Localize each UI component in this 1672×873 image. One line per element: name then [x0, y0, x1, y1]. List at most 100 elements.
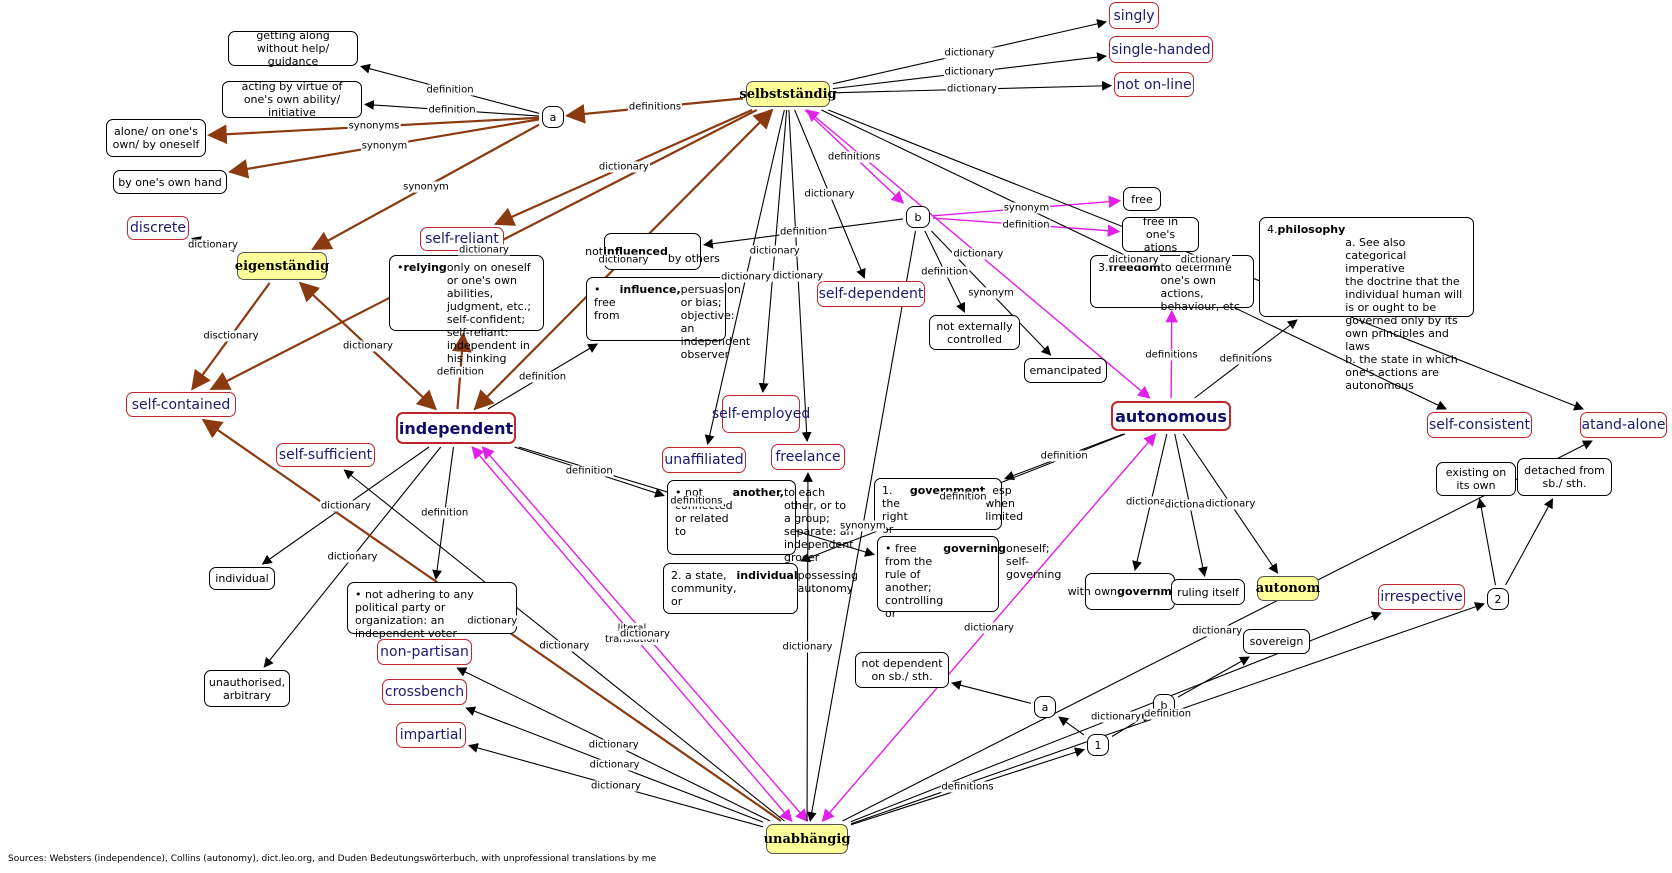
- node-detached: detached from sb./ sth.: [1517, 458, 1612, 496]
- edge-label: dictionary: [781, 641, 834, 653]
- edge-label: synonym: [1002, 202, 1051, 214]
- node-sovereign: sovereign: [1243, 629, 1310, 654]
- edge-label: definition: [1001, 219, 1051, 231]
- node-one: 1: [1087, 734, 1109, 756]
- node-byhand: by one's own hand: [113, 170, 227, 194]
- node-existing: existing on its own: [1436, 462, 1516, 496]
- edge-label: definition: [564, 465, 614, 477]
- edge-label: dictionary: [538, 640, 591, 651]
- node-autonomous: autonomous: [1111, 401, 1231, 431]
- node-unaffiliated: unaffiliated: [662, 447, 746, 473]
- edge-label: dictionary: [341, 340, 394, 352]
- node-nonpartisan: non-partisan: [377, 639, 472, 665]
- edge-label: definition: [518, 371, 568, 382]
- node-notconnected: • not connected or related to another, t…: [667, 480, 854, 564]
- edge-label: dictionary: [1204, 498, 1257, 509]
- node-singlehanded: single-handed: [1109, 36, 1213, 63]
- node-unauthorised: unauthorised, arbitrary: [204, 670, 290, 707]
- node-eigen: eigenständig: [235, 252, 329, 280]
- node-independent: independent: [396, 412, 516, 444]
- node-selfconsistent: self-consistent: [1427, 412, 1532, 438]
- edge-label: definitions: [627, 101, 683, 113]
- edge-label: dictionary: [187, 239, 239, 251]
- edge-label: dictionary: [946, 83, 998, 95]
- edge-label: dictionary: [466, 615, 519, 626]
- node-two: 2: [1487, 588, 1509, 610]
- edge-label: dictionary: [720, 271, 772, 283]
- node-selfdependent: self-dependent: [817, 281, 925, 307]
- edge-label: dictionary: [326, 551, 379, 563]
- node-individual: individual: [209, 567, 275, 590]
- node-relying: • relying only on oneself or one's own a…: [389, 255, 544, 365]
- node-freeinactions: free in one's ations: [1122, 215, 1199, 254]
- edge-two-detached: [1505, 498, 1553, 586]
- node-selfemployed: self-employed: [712, 395, 810, 433]
- edge-label: dictionary: [803, 188, 856, 200]
- node-notdependent: not dependent on sb./ sth.: [855, 652, 949, 688]
- node-ruling: ruling itself: [1171, 579, 1245, 605]
- edge-label: definition: [420, 507, 470, 519]
- node-a2: a: [1034, 696, 1056, 718]
- edge-a2-notdependent: [951, 680, 1032, 704]
- node-rightstate: 1. the right or state of self-government…: [874, 478, 1023, 575]
- edge-label: dictionary: [952, 248, 1005, 260]
- edge-label: dictionary: [1179, 254, 1232, 265]
- edge-one-a2: [1058, 716, 1085, 736]
- edge-label: synonym: [839, 520, 887, 532]
- edge-label: synonym: [967, 287, 1015, 299]
- edge-label: dictionary: [597, 161, 650, 173]
- edge-label: definition: [938, 491, 988, 503]
- edge-label: dictionary: [1124, 496, 1177, 508]
- edge-label: definition: [1039, 450, 1089, 462]
- edge-label: dictionary: [590, 780, 642, 792]
- node-selfsufficient: self-sufficient: [276, 443, 375, 467]
- node-free: free: [1123, 187, 1161, 211]
- edge-label: definition: [425, 84, 475, 96]
- edge-b2-sovereign: [1177, 656, 1250, 698]
- node-impartial: impartial: [396, 722, 466, 748]
- edge-label: synonyms: [347, 120, 401, 132]
- edge-label: dictionary: [1163, 499, 1216, 511]
- node-freefromrule: • free from the rule of another; control…: [877, 536, 1061, 620]
- node-unab: unabhängig: [764, 824, 850, 854]
- edge-label: definition: [920, 266, 970, 277]
- node-crossbench: crossbench: [382, 679, 467, 705]
- node-atandalone: atand-alone: [1580, 412, 1667, 438]
- edge-label: definitions: [1144, 349, 1199, 360]
- node-freefrominfl: • free from influence, persuasion, or bi…: [586, 277, 750, 361]
- node-selbst: selbstständig: [739, 81, 837, 107]
- edge-label: synonym: [360, 140, 409, 152]
- edge-label: definitions: [1218, 353, 1273, 365]
- edge-label: dictionary: [587, 739, 640, 750]
- edge-label: definition: [427, 104, 477, 116]
- node-alone: alone/ on one's own/ by oneself: [106, 119, 206, 157]
- edge-label: definitions: [826, 151, 882, 162]
- node-notadhering: • not adhering to any political party or…: [347, 582, 517, 640]
- edge-label: dictionary: [1089, 711, 1142, 723]
- edge-label: disctionary: [202, 330, 260, 342]
- node-b1: b: [906, 206, 930, 228]
- edge-label: dictionary: [597, 254, 650, 265]
- node-notext: not externally controlled: [929, 315, 1020, 350]
- node-freelance: freelance: [771, 444, 845, 470]
- edge-label: dictionary: [618, 628, 671, 640]
- edge-label: definitions: [669, 495, 724, 507]
- edge-label: dictionary: [458, 244, 510, 255]
- node-statecommunity: 2. a state, community, or individual pos…: [663, 563, 858, 614]
- edge-label: synonym: [402, 181, 450, 193]
- node-notonline: not on-line: [1114, 72, 1194, 97]
- edge-label: dictionary: [772, 270, 824, 281]
- node-singly: singly: [1109, 2, 1159, 29]
- edge-label: dictionary: [943, 47, 996, 59]
- node-a1: a: [542, 106, 564, 128]
- node-autonom: autonom: [1256, 576, 1320, 601]
- edge-label: dictionary: [1191, 625, 1244, 637]
- edge-label: definitions: [940, 781, 995, 793]
- sources-footnote: Sources: Websters (independence), Collin…: [8, 854, 657, 864]
- edge-label: dictionary: [588, 759, 641, 771]
- edge-two-existing: [1476, 498, 1496, 586]
